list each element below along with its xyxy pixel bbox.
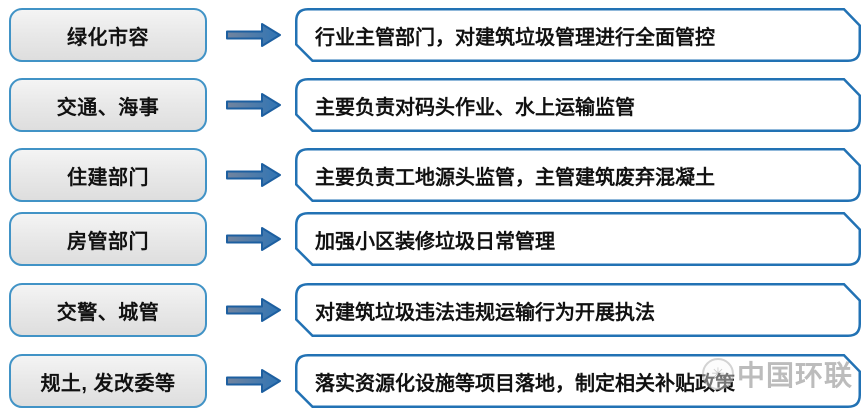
- flow-row: 规土, 发改委等 落实资源化设施等项目落地，制定相关补贴政策: [0, 354, 868, 408]
- responsibility-label: 主要负责对码头作业、水上运输监管: [315, 96, 635, 119]
- responsibility-label: 加强小区装修垃圾日常管理: [315, 230, 555, 253]
- responsibility-box: 主要负责工地源头监管，主管建筑废弃混凝土: [295, 148, 861, 202]
- snip-corner-box-shape: [295, 78, 861, 132]
- responsibility-box: 主要负责对码头作业、水上运输监管: [295, 78, 861, 132]
- responsibility-box: 行业主管部门，对建筑垃圾管理进行全面管控: [295, 8, 861, 62]
- flow-row: 住建部门 主要负责工地源头监管，主管建筑废弃混凝土: [0, 148, 868, 202]
- flow-row: 绿化市容 行业主管部门，对建筑垃圾管理进行全面管控: [0, 8, 868, 62]
- arrow-right-icon: [226, 227, 281, 251]
- department-box: 绿化市容: [9, 8, 207, 62]
- department-label: 交警、城管: [56, 301, 160, 324]
- department-label: 规土, 发改委等: [40, 372, 176, 395]
- snip-corner-box-shape: [295, 354, 861, 408]
- arrow-right-icon: [226, 298, 281, 322]
- snip-corner-box-shape: [295, 283, 861, 337]
- snip-corner-box-shape: [295, 8, 861, 62]
- department-label: 交通、海事: [56, 96, 160, 119]
- department-box: 规土, 发改委等: [9, 354, 207, 408]
- department-label: 绿化市容: [67, 26, 149, 49]
- flow-row: 交警、城管 对建筑垃圾违法违规运输行为开展执法: [0, 283, 868, 337]
- responsibility-label: 落实资源化设施等项目落地，制定相关补贴政策: [315, 372, 735, 395]
- arrow-right-icon: [226, 93, 281, 117]
- responsibility-box: 对建筑垃圾违法违规运输行为开展执法: [295, 283, 861, 337]
- department-box: 交警、城管: [9, 283, 207, 337]
- arrow-right-icon: [226, 163, 281, 187]
- arrow-right-icon: [226, 23, 281, 47]
- responsibility-label: 行业主管部门，对建筑垃圾管理进行全面管控: [315, 26, 715, 49]
- arrow-right-icon: [226, 369, 281, 393]
- snip-corner-box-shape: [295, 148, 861, 202]
- department-label: 住建部门: [67, 166, 149, 189]
- responsibility-label: 主要负责工地源头监管，主管建筑废弃混凝土: [315, 166, 715, 189]
- department-label: 房管部门: [67, 230, 149, 253]
- department-box: 住建部门: [9, 148, 207, 202]
- snip-corner-box-shape: [295, 212, 861, 266]
- responsibility-box: 加强小区装修垃圾日常管理: [295, 212, 861, 266]
- flow-row: 交通、海事 主要负责对码头作业、水上运输监管: [0, 78, 868, 132]
- department-box: 房管部门: [9, 212, 207, 266]
- flow-row: 房管部门 加强小区装修垃圾日常管理: [0, 212, 868, 266]
- responsibility-box: 落实资源化设施等项目落地，制定相关补贴政策: [295, 354, 861, 408]
- department-box: 交通、海事: [9, 78, 207, 132]
- responsibility-label: 对建筑垃圾违法违规运输行为开展执法: [315, 301, 655, 324]
